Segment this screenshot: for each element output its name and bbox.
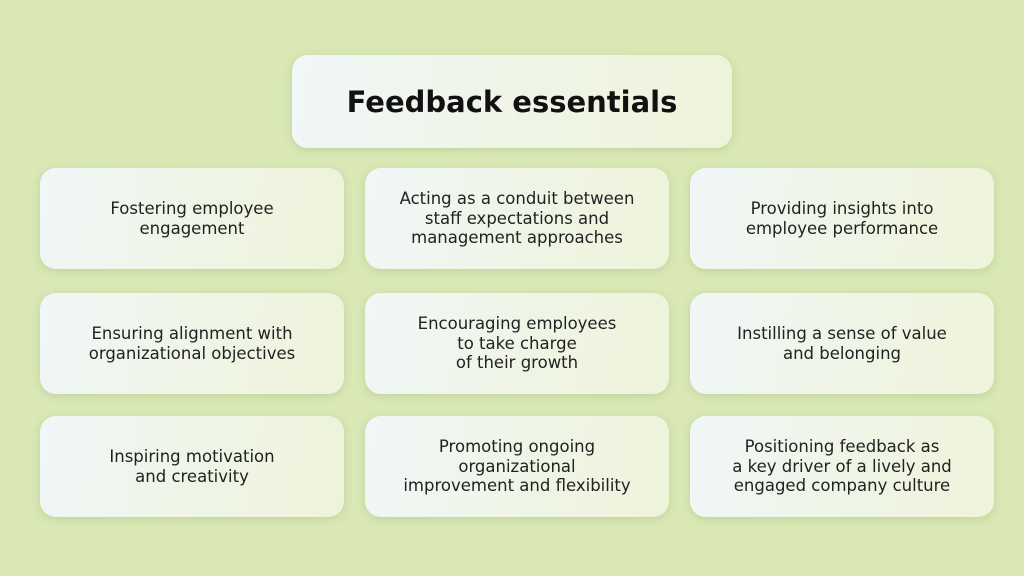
card-text-line: engaged company culture (733, 476, 951, 496)
card-text-line: Promoting ongoing (438, 437, 596, 457)
card-text-line: Positioning feedback as (744, 437, 940, 457)
card-text-line: improvement and flexibility (403, 476, 631, 496)
card-text-line: Acting as a conduit between (399, 189, 635, 209)
card-text-line: organizational objectives (88, 343, 296, 363)
card-text-line: management approaches (411, 228, 623, 248)
card-text-line: Instilling a sense of value (737, 324, 947, 343)
card-text-line: Encouraging employees (417, 314, 617, 334)
card-text-line: organizational (458, 456, 576, 476)
card-text-line: staff expectations and (424, 208, 610, 228)
page-title: Feedback essentials (346, 84, 678, 119)
card-text-line: and belonging (782, 343, 902, 363)
title-box: Feedback essentials (292, 55, 732, 148)
card-text-line: Inspiring motivation (109, 447, 275, 466)
card-text-line: a key driver of a lively and (732, 456, 952, 476)
card-text-line: of their growth (455, 353, 579, 373)
card-text-line: Providing insights into (750, 199, 934, 218)
card-text-line: employee performance (745, 218, 939, 238)
card-text-line: to take charge (457, 333, 577, 353)
card-text-line: engagement (139, 218, 245, 238)
card-text-line: and creativity (135, 466, 249, 486)
card-text-line: Ensuring alignment with (91, 324, 293, 343)
card-text-line: Fostering employee (110, 199, 274, 218)
